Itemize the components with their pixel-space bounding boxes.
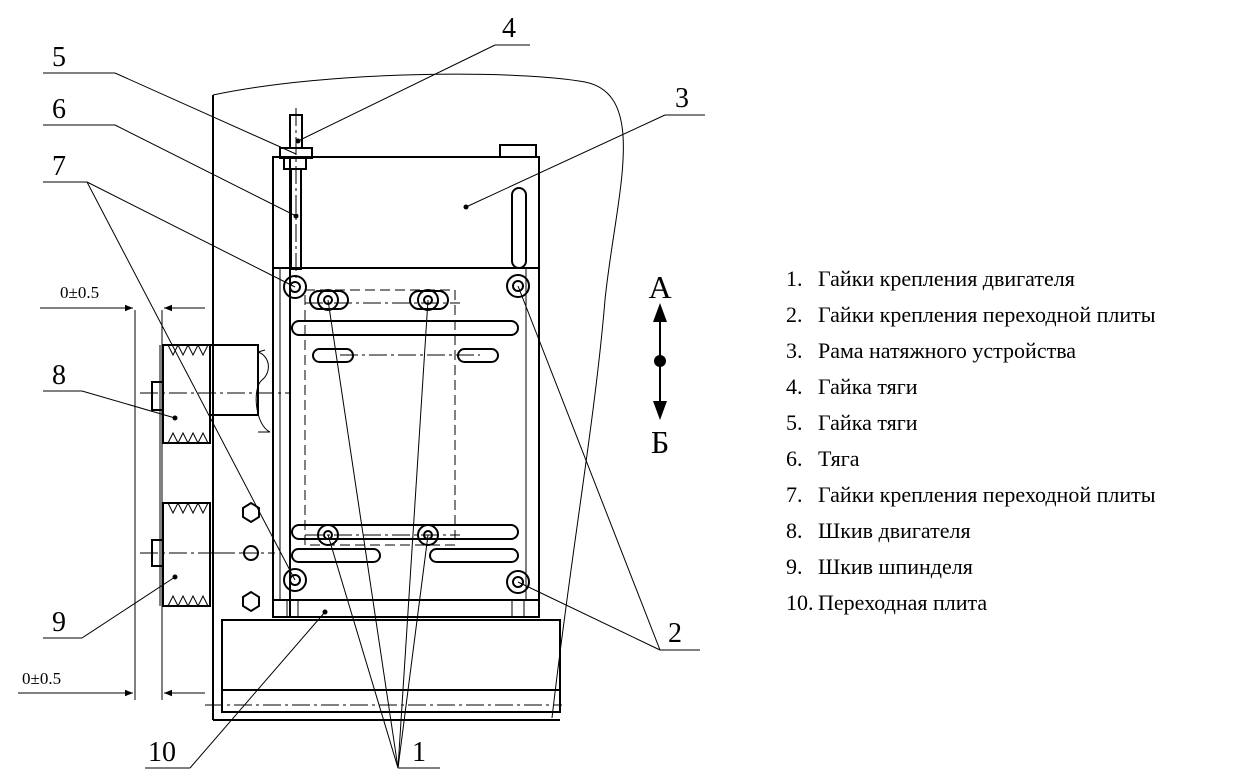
callout-5: 5	[52, 42, 66, 73]
dimension-bottom: 0±0.5	[18, 669, 205, 697]
legend-item-number: 5.	[786, 410, 803, 435]
dimension-top: 0±0.5	[40, 283, 205, 312]
direction-indicator: А Б	[648, 269, 671, 460]
legend: 1. Гайки крепления двигателя 2. Гайки креп…	[786, 266, 1246, 626]
adapter-plate	[279, 267, 527, 601]
spindle-pulley	[140, 501, 235, 608]
legend-item: 7. Гайки крепления переходной плиты	[786, 482, 1246, 508]
callout-2: 2	[668, 618, 682, 649]
legend-item: 9. Шкив шпинделя	[786, 554, 1246, 580]
legend-item: 10.Переходная плита	[786, 590, 1246, 616]
dimension-bottom-label: 0±0.5	[22, 669, 61, 688]
tensioner-frame	[272, 144, 540, 618]
leader-lines	[43, 44, 705, 769]
arrow-down-icon	[653, 401, 667, 420]
callout-1: 1	[412, 737, 426, 768]
legend-item-text: Гайка тяги	[818, 410, 918, 435]
legend-item: 4. Гайка тяги	[786, 374, 1246, 400]
motor-pulley	[140, 343, 290, 445]
callout-10: 10	[148, 737, 176, 768]
body-bolts	[210, 501, 275, 613]
legend-item-number: 8.	[786, 518, 803, 543]
legend-item-text: Гайки крепления переходной плиты	[818, 482, 1156, 507]
legend-item: 8. Шкив двигателя	[786, 518, 1246, 544]
legend-item-text: Шкив шпинделя	[818, 554, 973, 579]
legend-item-text: Гайки крепления переходной плиты	[818, 302, 1156, 327]
legend-item-number: 7.	[786, 482, 803, 507]
legend-item: 3. Рама натяжного устройства	[786, 338, 1246, 364]
legend-item-text: Тяга	[818, 446, 860, 471]
legend-item: 6. Тяга	[786, 446, 1246, 472]
callout-numbers: 4 5 6 7 3 8 9 2 10 1	[52, 13, 689, 768]
draw-rod	[279, 108, 313, 278]
machine-body	[212, 73, 624, 721]
legend-item-number: 6.	[786, 446, 803, 471]
legend-item-number: 3.	[786, 338, 803, 363]
legend-item: 1. Гайки крепления двигателя	[786, 266, 1246, 292]
base-beam	[205, 619, 562, 713]
legend-item-text: Переходная плита	[818, 590, 988, 615]
legend-item-text: Шкив двигателя	[818, 518, 971, 543]
legend-item-text: Гайка тяги	[818, 374, 918, 399]
slots	[291, 290, 519, 563]
callout-6: 6	[52, 94, 66, 125]
callout-3: 3	[675, 83, 689, 114]
legend-item: 2. Гайки крепления переходной плиты	[786, 302, 1246, 328]
legend-item-text: Гайки крепления двигателя	[818, 266, 1075, 291]
legend-item-text: Рама натяжного устройства	[818, 338, 1077, 363]
legend-item-number: 4.	[786, 374, 803, 399]
legend-item-number: 1.	[786, 266, 803, 291]
dimension-top-label: 0±0.5	[60, 283, 99, 302]
callout-4: 4	[502, 13, 516, 44]
legend-item: 5. Гайка тяги	[786, 410, 1246, 436]
alignment-lines	[134, 310, 163, 700]
callout-8: 8	[52, 360, 66, 391]
legend-item-number: 10.	[786, 590, 814, 615]
direction-up-label: А	[648, 269, 671, 305]
legend-item-number: 9.	[786, 554, 803, 579]
callout-9: 9	[52, 607, 66, 638]
callout-7: 7	[52, 151, 66, 182]
direction-down-label: Б	[651, 424, 669, 460]
arrow-up-icon	[653, 303, 667, 322]
nuts	[283, 274, 530, 594]
legend-item-number: 2.	[786, 302, 803, 327]
